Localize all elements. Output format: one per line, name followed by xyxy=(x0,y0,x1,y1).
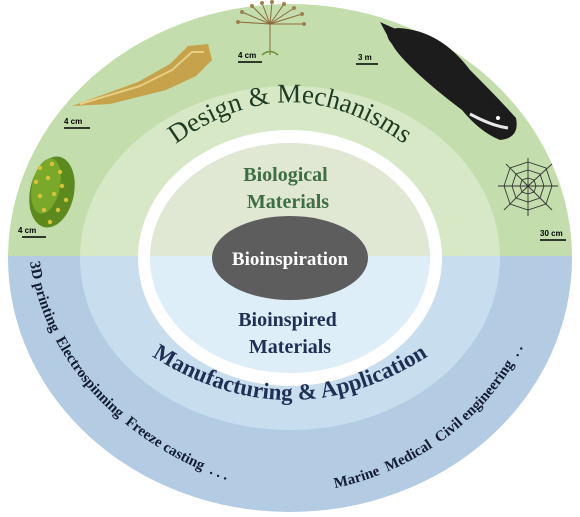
bone-scale-label: 4 cm xyxy=(64,117,82,126)
biological-materials-label: Biological Materials xyxy=(243,164,332,213)
bioinspired-materials-line-2: Materials xyxy=(249,336,331,358)
biological-materials-line-1: Biological xyxy=(243,164,328,186)
bioinspired-materials-line-1: Bioinspired xyxy=(238,309,337,331)
inner-disc xyxy=(150,143,430,373)
web-scale-label: 30 cm xyxy=(540,229,563,238)
cactus-scale-label: 4 cm xyxy=(18,226,36,235)
spider-web-image xyxy=(498,158,558,216)
inner-disc-top xyxy=(150,143,430,256)
bioinspired-materials-label: Bioinspired Materials xyxy=(238,309,342,358)
plant-scale-label: 4 cm xyxy=(238,51,256,60)
cactus-image xyxy=(29,156,75,228)
inner-disc-bottom xyxy=(150,256,430,373)
plant-image xyxy=(236,0,306,56)
bone-image xyxy=(72,44,212,106)
center-label: Bioinspiration xyxy=(232,249,349,270)
whale-scale-label: 3 m xyxy=(358,53,372,62)
biological-materials-line-2: Materials xyxy=(247,191,329,213)
whale-image xyxy=(380,22,517,140)
core-ellipse xyxy=(212,216,368,300)
